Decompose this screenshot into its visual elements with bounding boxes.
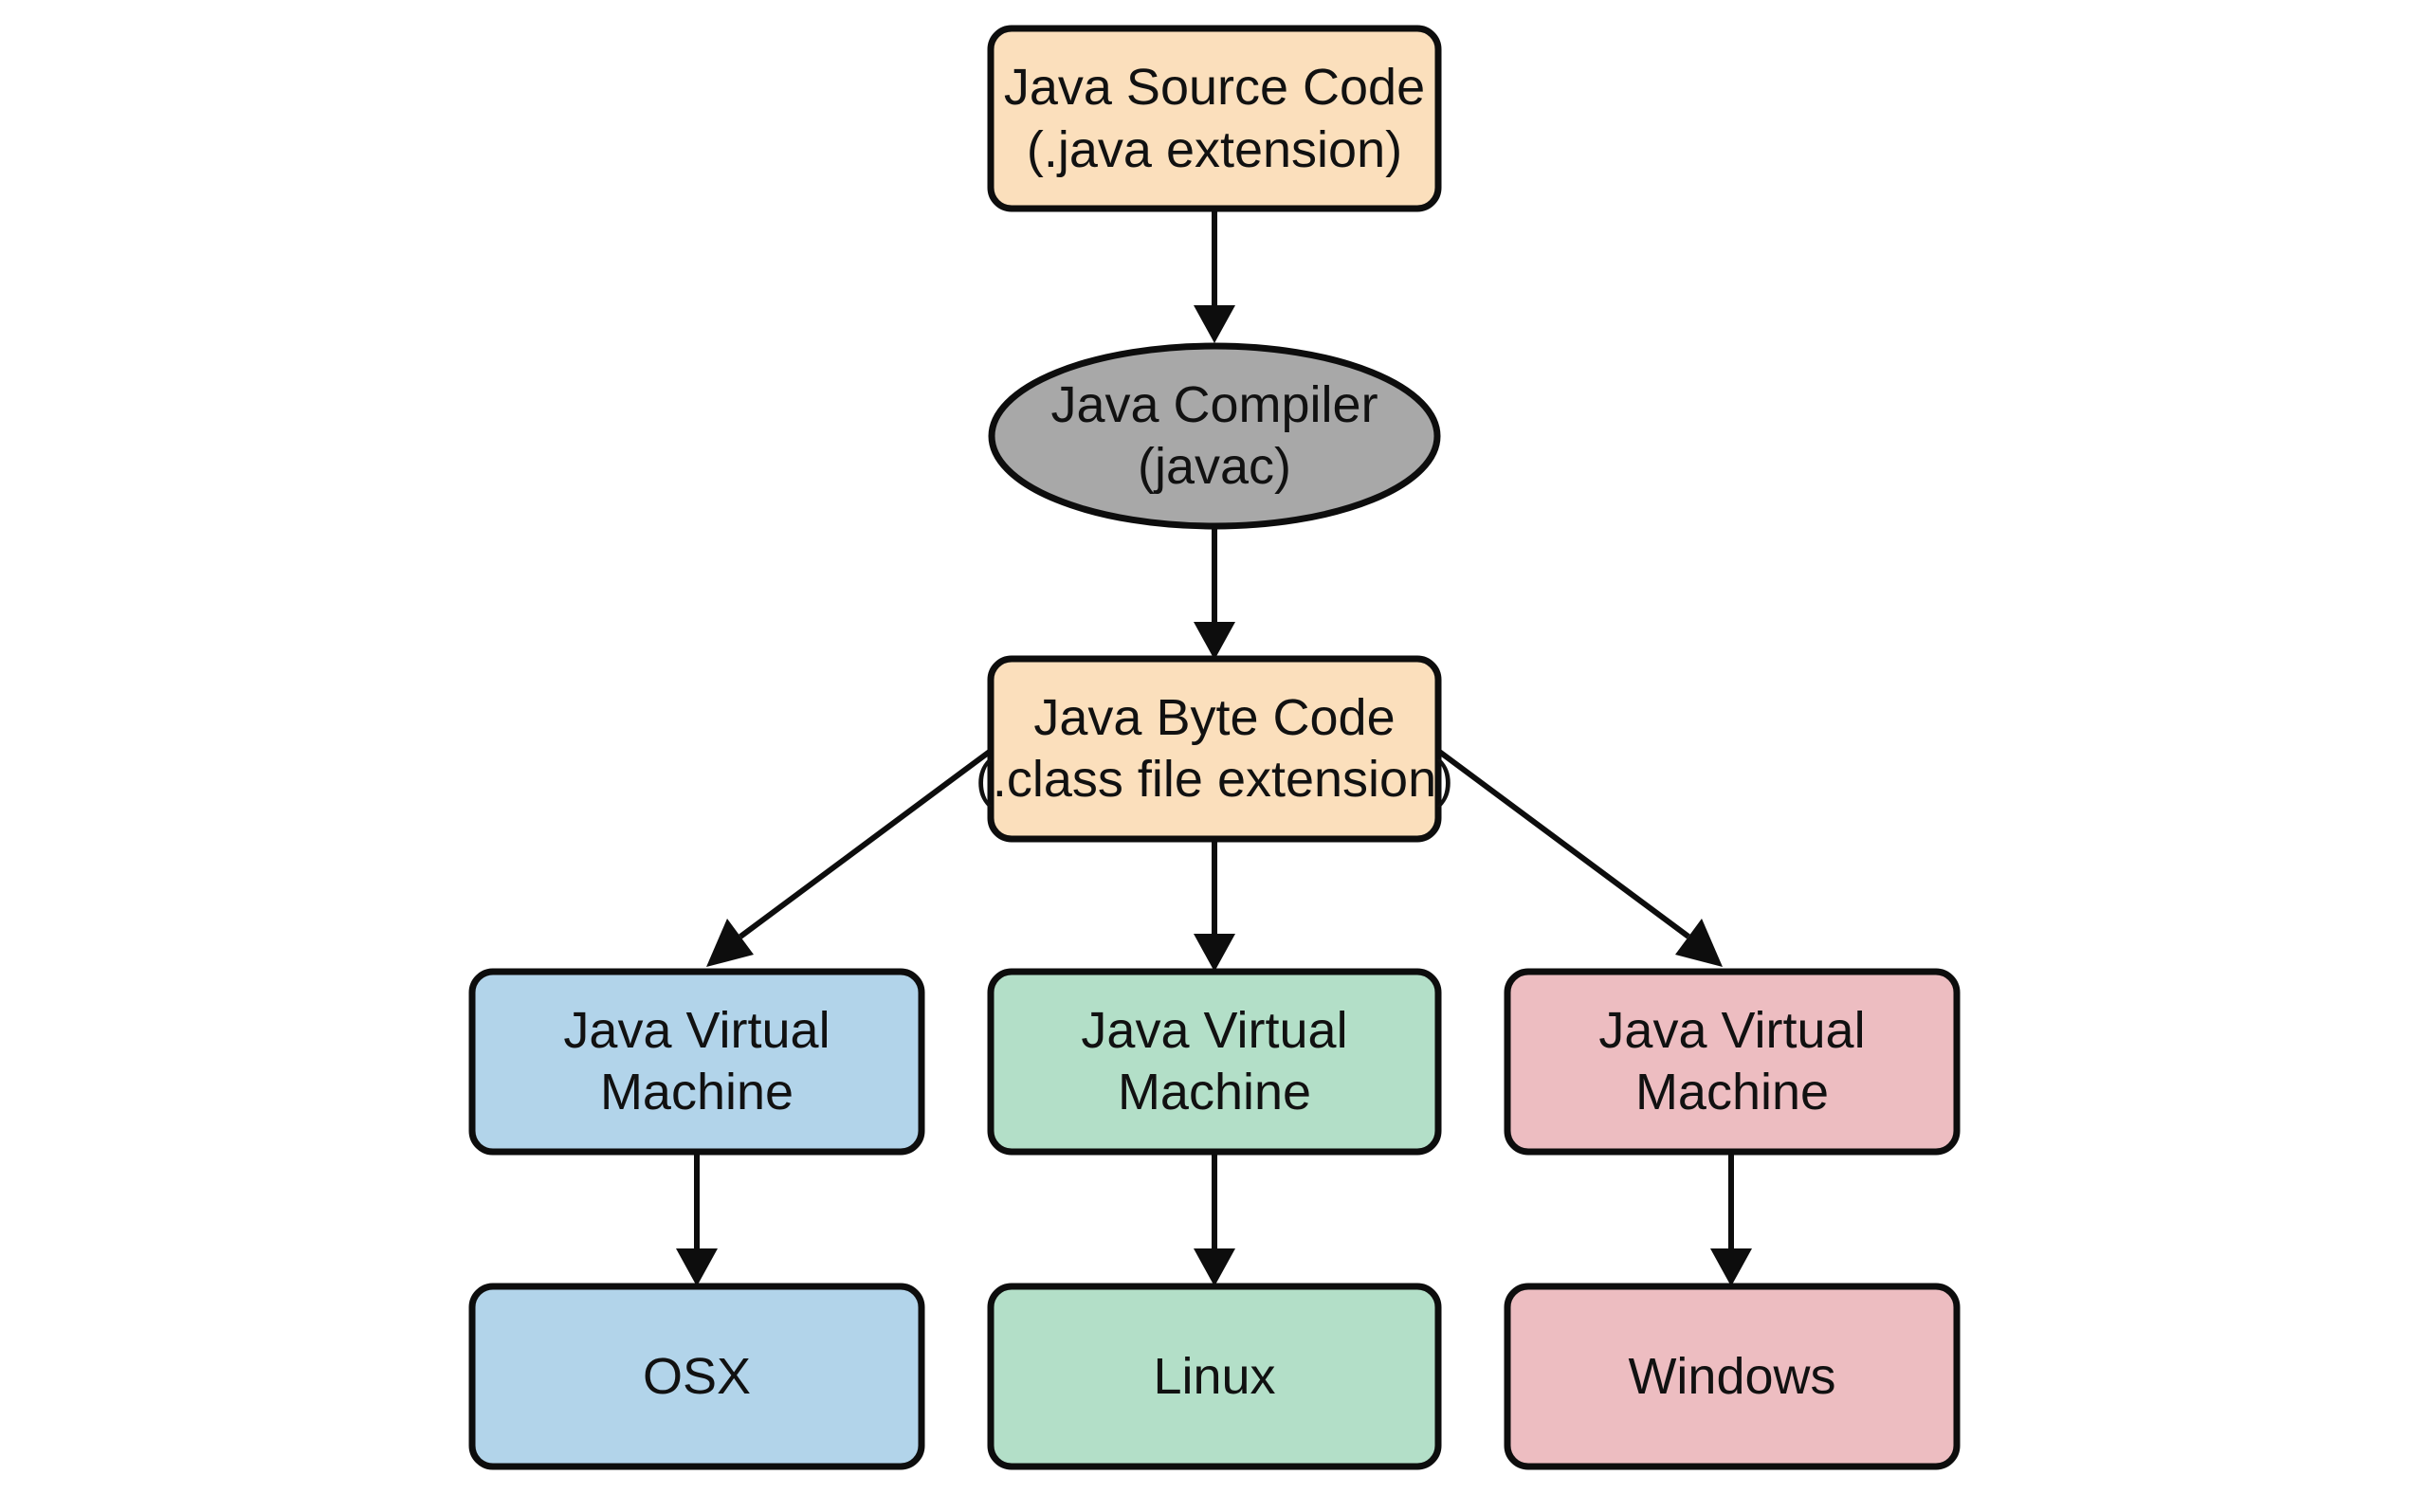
edge-bytecode-to-jvm-osx <box>706 748 993 967</box>
node-java-byte-code-box <box>987 655 1442 843</box>
node-jvm-windows-box <box>1504 968 1961 1156</box>
node-java-source-code-box <box>987 25 1442 212</box>
node-windows-box <box>1504 1283 1961 1470</box>
node-windows: Windows <box>1504 1283 1961 1470</box>
node-java-compiler-ellipse <box>988 342 1441 530</box>
node-jvm-windows-line1: Java Virtual <box>1598 1002 1865 1059</box>
node-linux-box <box>987 1283 1442 1470</box>
edge-bytecode-to-jvm-windows <box>1436 748 1723 967</box>
node-jvm-windows-line2: Machine <box>1635 1064 1829 1120</box>
edge-jvm-windows-to-windows <box>1710 1152 1752 1286</box>
node-windows-label: Windows <box>1628 1348 1835 1405</box>
edges <box>676 209 1752 1286</box>
edge-compiler-to-bytecode <box>1194 526 1235 660</box>
node-java-byte-code: Java Byte Code (.class file extension) <box>976 655 1453 843</box>
node-java-source-code-line2: (.java extension) <box>1027 121 1402 178</box>
node-java-compiler-line2: (javac) <box>1138 438 1291 495</box>
node-jvm-linux-line2: Machine <box>1118 1064 1311 1120</box>
edge-source-to-compiler <box>1194 209 1235 343</box>
node-java-compiler: Java Compiler (javac) <box>988 342 1441 530</box>
node-linux: Linux <box>987 1283 1442 1470</box>
edge-jvm-osx-to-osx <box>676 1152 718 1286</box>
node-jvm-windows: Java Virtual Machine <box>1504 968 1961 1156</box>
node-java-compiler-line1: Java Compiler <box>1050 376 1378 433</box>
node-osx-box <box>468 1283 925 1470</box>
edge-jvm-linux-to-linux <box>1194 1152 1235 1286</box>
node-java-source-code: Java Source Code (.java extension) <box>987 25 1442 212</box>
node-jvm-osx-line2: Machine <box>600 1064 794 1120</box>
node-java-byte-code-line2: (.class file extension) <box>976 751 1453 808</box>
node-linux-label: Linux <box>1153 1348 1275 1405</box>
node-osx-label: OSX <box>643 1348 751 1405</box>
node-jvm-linux: Java Virtual Machine <box>987 968 1442 1156</box>
node-jvm-osx-line1: Java Virtual <box>563 1002 830 1059</box>
node-java-byte-code-line1: Java Byte Code <box>1033 689 1395 746</box>
node-java-source-code-line1: Java Source Code <box>1004 59 1425 116</box>
node-jvm-osx: Java Virtual Machine <box>468 968 925 1156</box>
node-jvm-linux-line1: Java Virtual <box>1081 1002 1347 1059</box>
node-jvm-osx-box <box>468 968 925 1156</box>
node-osx: OSX <box>468 1283 925 1470</box>
edge-bytecode-to-jvm-linux <box>1194 839 1235 972</box>
node-jvm-linux-box <box>987 968 1442 1156</box>
